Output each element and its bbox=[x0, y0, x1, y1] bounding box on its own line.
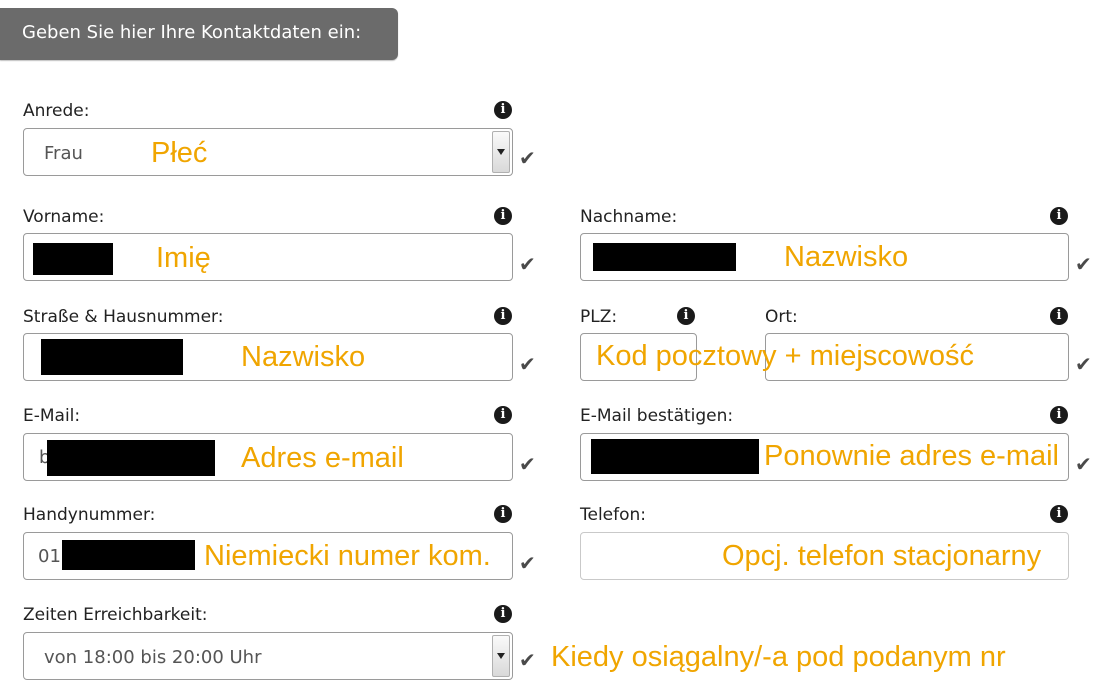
checkmark-icon: ✔ bbox=[1075, 252, 1092, 276]
zeiten-select[interactable]: von 18:00 bis 20:00 Uhr bbox=[23, 632, 513, 680]
checkmark-icon: ✔ bbox=[1075, 452, 1092, 476]
telefon-input[interactable] bbox=[580, 532, 1069, 580]
chevron-down-icon[interactable] bbox=[492, 635, 510, 677]
handy-label: Handynummer: bbox=[23, 505, 156, 525]
email-input[interactable]: b bbox=[23, 433, 513, 481]
email-confirm-input[interactable] bbox=[580, 433, 1069, 481]
redaction-block bbox=[591, 439, 759, 474]
checkmark-icon: ✔ bbox=[519, 146, 536, 170]
vorname-input[interactable] bbox=[23, 233, 513, 281]
email-note: Adres e-mail bbox=[241, 442, 404, 474]
redaction-block bbox=[47, 440, 215, 476]
info-icon[interactable]: i bbox=[494, 406, 512, 424]
email-label: E-Mail: bbox=[23, 406, 81, 426]
plz-ort-note: Kod pocztowy + miejscowość bbox=[596, 340, 974, 372]
email-value: b bbox=[39, 447, 51, 468]
redaction-block bbox=[33, 243, 113, 275]
strasse-note: Nazwisko bbox=[241, 341, 366, 373]
info-icon[interactable]: i bbox=[494, 605, 512, 623]
nachname-label: Nachname: bbox=[580, 207, 678, 227]
checkmark-icon: ✔ bbox=[519, 352, 536, 376]
anrede-note: Płeć bbox=[151, 137, 208, 169]
handy-note: Niemiecki numer kom. bbox=[204, 540, 491, 572]
info-icon[interactable]: i bbox=[1050, 207, 1068, 225]
info-icon[interactable]: i bbox=[1050, 406, 1068, 424]
redaction-block bbox=[62, 540, 195, 570]
info-icon[interactable]: i bbox=[677, 307, 695, 325]
info-icon[interactable]: i bbox=[494, 101, 512, 119]
vorname-note: Imię bbox=[156, 242, 211, 274]
info-icon[interactable]: i bbox=[494, 505, 512, 523]
handy-value: 01 bbox=[38, 546, 61, 567]
checkmark-icon: ✔ bbox=[519, 252, 536, 276]
handy-input[interactable]: 01 bbox=[23, 532, 513, 580]
redaction-block bbox=[593, 243, 736, 271]
plz-label: PLZ: bbox=[580, 307, 618, 327]
checkmark-icon: ✔ bbox=[1075, 352, 1092, 376]
telefon-note: Opcj. telefon stacjonarny bbox=[722, 540, 1042, 572]
info-icon[interactable]: i bbox=[1050, 307, 1068, 325]
nachname-input[interactable] bbox=[580, 233, 1069, 281]
ort-label: Ort: bbox=[765, 307, 798, 327]
info-icon[interactable]: i bbox=[494, 307, 512, 325]
ort-input[interactable] bbox=[765, 333, 1069, 381]
info-icon[interactable]: i bbox=[1050, 505, 1068, 523]
checkmark-icon: ✔ bbox=[519, 648, 536, 672]
checkmark-icon: ✔ bbox=[519, 551, 536, 575]
redaction-block bbox=[41, 339, 183, 375]
anrede-label: Anrede: bbox=[23, 101, 90, 121]
strasse-input[interactable] bbox=[23, 333, 513, 381]
email-confirm-note: Ponownie adres e-mail bbox=[764, 440, 1059, 472]
zeiten-value: von 18:00 bis 20:00 Uhr bbox=[44, 647, 262, 668]
chevron-down-icon[interactable] bbox=[492, 131, 510, 173]
nachname-note: Nazwisko bbox=[784, 241, 909, 273]
info-icon[interactable]: i bbox=[494, 207, 512, 225]
anrede-select[interactable]: Frau bbox=[23, 128, 513, 176]
anrede-value: Frau bbox=[44, 143, 83, 164]
plz-input[interactable] bbox=[580, 333, 697, 381]
strasse-label: Straße & Hausnummer: bbox=[23, 307, 224, 327]
form-section-header: Geben Sie hier Ihre Kontaktdaten ein: bbox=[0, 8, 398, 60]
email-confirm-label: E-Mail bestätigen: bbox=[580, 406, 734, 426]
zeiten-label: Zeiten Erreichbarkeit: bbox=[23, 605, 208, 625]
checkmark-icon: ✔ bbox=[519, 452, 536, 476]
telefon-label: Telefon: bbox=[580, 505, 647, 525]
vorname-label: Vorname: bbox=[23, 207, 105, 227]
zeiten-note: Kiedy osiągalny/-a pod podanym nr bbox=[551, 641, 1006, 673]
